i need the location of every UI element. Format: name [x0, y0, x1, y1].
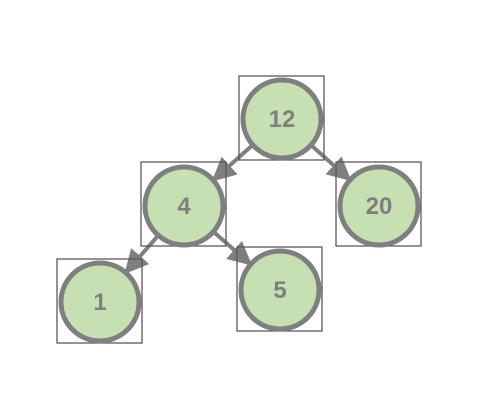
node-circle	[58, 260, 142, 344]
node-label: 12	[269, 106, 296, 133]
nodes-layer: 12 4 20 1 5	[56, 75, 422, 344]
node-12: 12	[238, 75, 325, 161]
edge-12-4	[211, 144, 253, 182]
node-4: 4	[140, 161, 227, 248]
edges-layer	[124, 144, 352, 275]
edge-4-1	[124, 235, 159, 275]
node-label: 5	[273, 277, 286, 304]
node-label: 4	[177, 193, 191, 220]
edge-12-20	[311, 144, 352, 182]
node-label: 20	[366, 193, 393, 220]
node-20: 20	[335, 161, 422, 248]
node-label: 1	[93, 289, 106, 316]
node-circle	[238, 248, 322, 332]
node-circle	[337, 164, 421, 248]
edge-4-5	[213, 231, 253, 266]
node-circle	[142, 164, 226, 248]
node-circle	[240, 77, 324, 161]
node-1: 1	[56, 258, 143, 344]
node-5: 5	[236, 246, 323, 332]
